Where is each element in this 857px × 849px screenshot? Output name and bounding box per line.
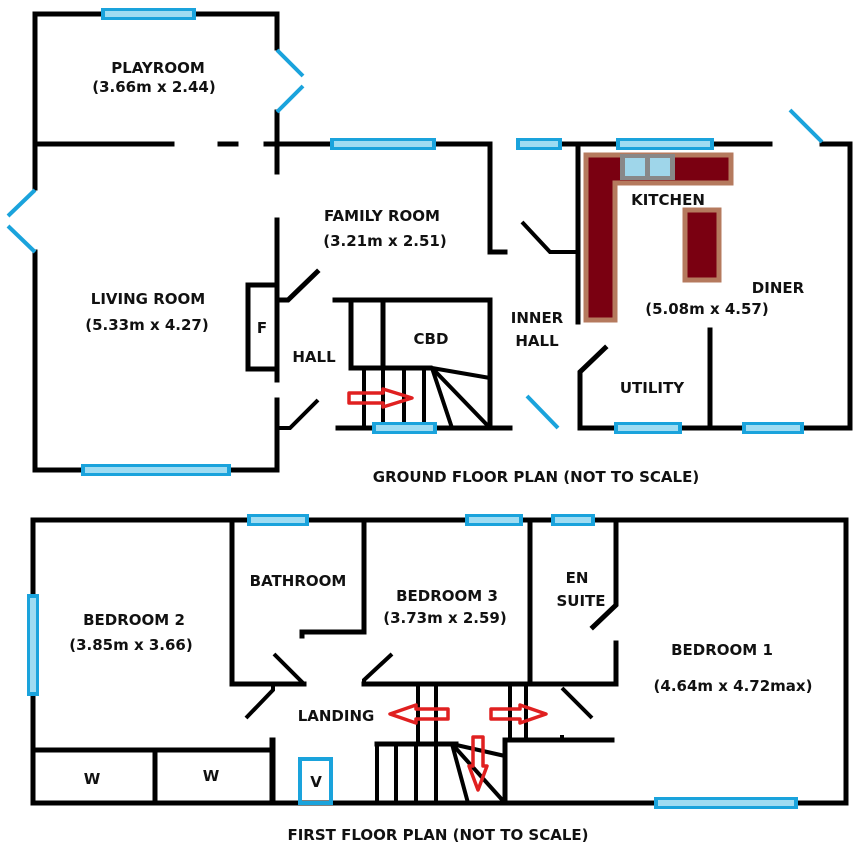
first-labels: BEDROOM 2 (3.85m x 3.66) BATHROOM BEDROO… (69, 569, 812, 844)
window-icon (330, 138, 436, 150)
living-room-walls (32, 217, 280, 473)
door-swing-icon (788, 108, 824, 144)
window-icon (81, 464, 231, 476)
cupboard-label: CBD (414, 330, 449, 348)
ground-labels: PLAYROOM (3.66m x 2.44) FAMILY ROOM (3.2… (85, 59, 804, 486)
window-icon (27, 594, 39, 696)
bedroom3-label: BEDROOM 3 (396, 587, 498, 605)
window-icon (101, 8, 196, 20)
en-suite-label-1: EN (566, 569, 589, 587)
window-icon (742, 422, 804, 434)
bedroom3-size: (3.73m x 2.59) (383, 609, 506, 627)
door-swing-icon (525, 394, 560, 430)
inner-hall-label-2: HALL (515, 332, 559, 350)
diner-size: (5.08m x 4.57) (645, 300, 768, 318)
playroom-walls (32, 11, 493, 191)
window-icon (516, 138, 562, 150)
bathroom-walls (229, 517, 367, 687)
family-room-label: FAMILY ROOM (324, 207, 440, 225)
kitchen-label: KITCHEN (631, 191, 705, 209)
window-icon (614, 422, 682, 434)
living-room-size: (5.33m x 4.27) (85, 316, 208, 334)
arrow-icon (347, 387, 414, 409)
window-icon (654, 797, 798, 809)
playroom-size: (3.66m x 2.44) (92, 78, 215, 96)
void-label: V (310, 773, 322, 791)
landing-label: LANDING (298, 707, 375, 725)
window-icon (247, 514, 309, 526)
fireplace: F (245, 282, 280, 372)
diner-label: DINER (752, 279, 805, 297)
ground-floor-caption: GROUND FLOOR PLAN (NOT TO SCALE) (373, 468, 699, 486)
hall-label: HALL (292, 348, 336, 366)
window-icon (551, 514, 595, 526)
arrow-icon (388, 703, 450, 725)
windows-ground (81, 8, 804, 476)
first-floor-caption: FIRST FLOOR PLAN (NOT TO SCALE) (287, 826, 588, 844)
utility-label: UTILITY (620, 379, 685, 397)
living-room-label: LIVING ROOM (91, 290, 205, 308)
arrow-icon (467, 735, 489, 792)
ground-floor-plan: F (6, 8, 853, 486)
void: V (298, 757, 333, 805)
en-suite-label-2: SUITE (556, 592, 605, 610)
window-icon (372, 422, 437, 434)
en-suite-walls (527, 517, 619, 720)
landing-stairs (269, 684, 615, 806)
door-swing-icon (6, 188, 37, 218)
bedroom1-label: BEDROOM 1 (671, 641, 773, 659)
door-swing-icon (6, 224, 37, 254)
door-swing-icon (275, 48, 305, 78)
bedroom1-size: (4.64m x 4.72max) (654, 677, 813, 695)
arrow-icon (489, 703, 548, 725)
wardrobe2-label: W (203, 767, 220, 785)
bedroom2-walls (30, 684, 276, 806)
wardrobe1-label: W (84, 770, 101, 788)
external-doors-ground (6, 48, 824, 430)
cupboard-and-stairs (332, 297, 493, 431)
window-icon (465, 514, 523, 526)
family-room-size: (3.21m x 2.51) (323, 232, 446, 250)
fireplace-label: F (257, 319, 267, 337)
playroom-label: PLAYROOM (111, 59, 205, 77)
kitchen-units (583, 152, 734, 323)
door-swing-icon (275, 84, 305, 114)
inner-hall-label-1: INNER (511, 309, 564, 327)
bedroom2-size: (3.85m x 3.66) (69, 636, 192, 654)
window-icon (616, 138, 714, 150)
bedroom2-label: BEDROOM 2 (83, 611, 185, 629)
windows-first (27, 514, 798, 809)
bathroom-label: BATHROOM (250, 572, 347, 590)
first-floor-plan: V BEDROOM 2 (3.85m x 3.66) BATHROOM BEDR… (27, 514, 849, 844)
